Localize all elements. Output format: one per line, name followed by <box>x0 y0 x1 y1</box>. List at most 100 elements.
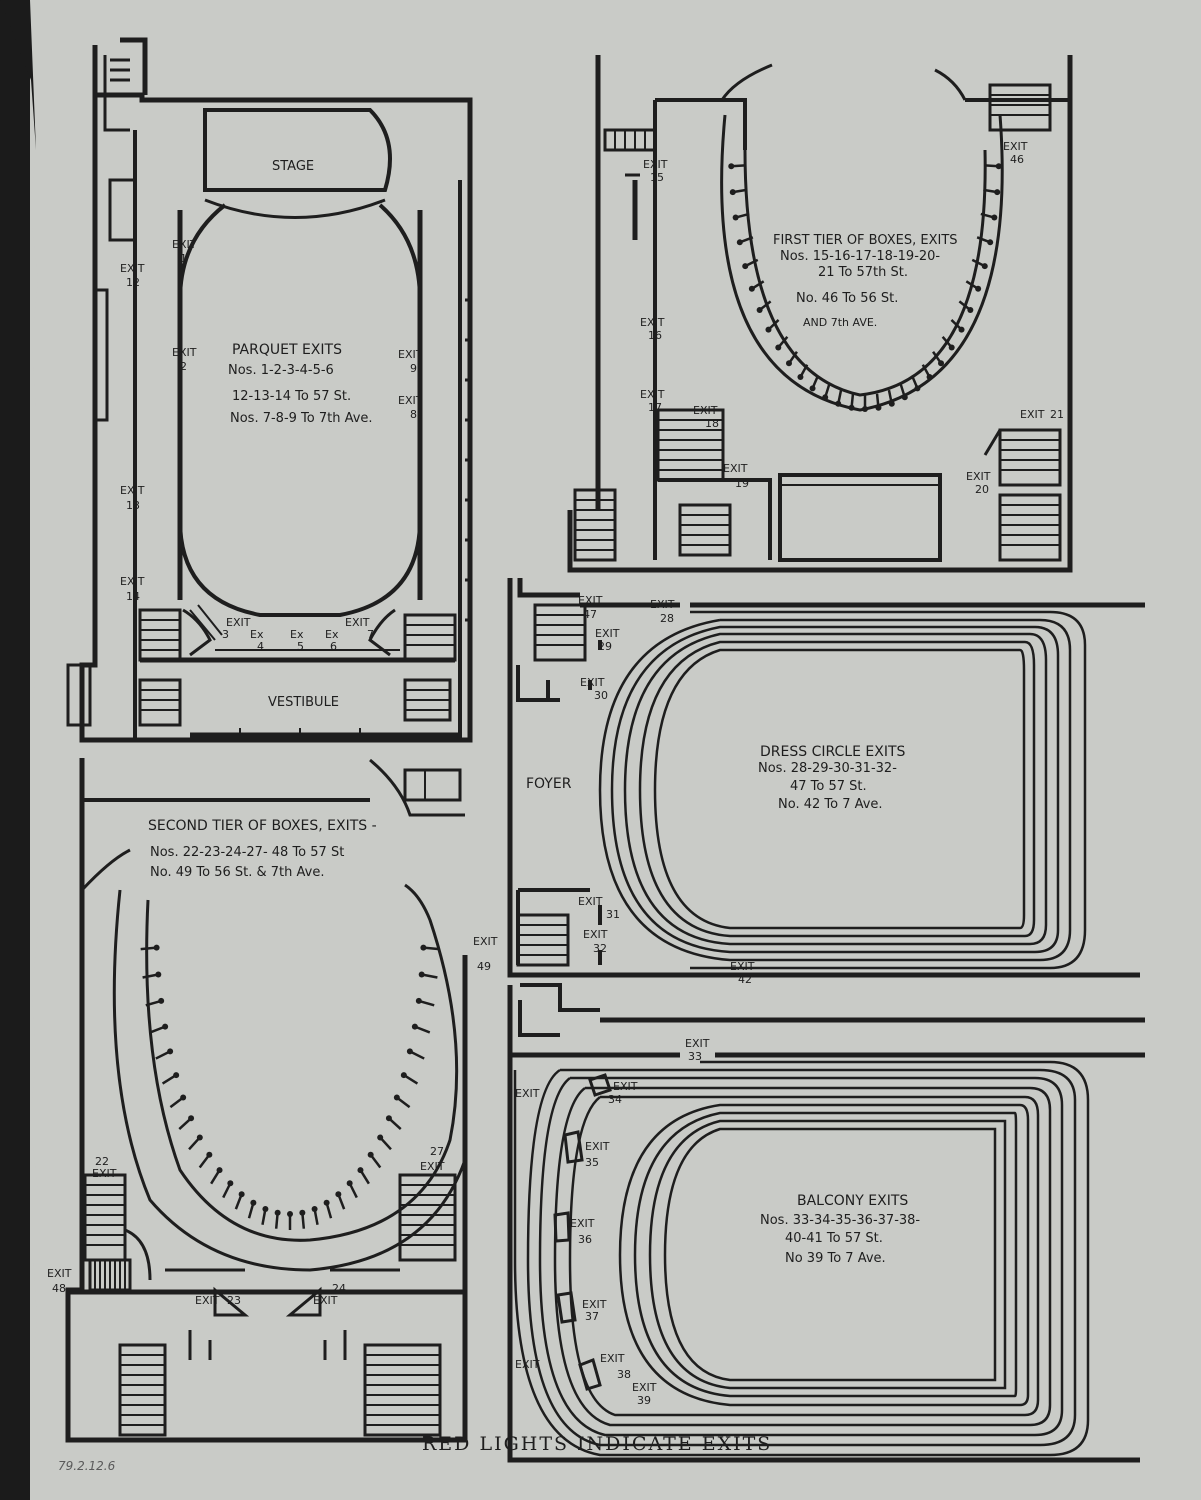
box-marker-dot <box>155 971 162 978</box>
exit-number: 46 <box>1010 153 1024 166</box>
exit-word: EXIT <box>582 1298 607 1311</box>
exit-number: 5 <box>297 640 304 653</box>
exit-number: 7 <box>367 628 374 641</box>
box-marker-dot <box>158 997 165 1004</box>
exit-word: EXIT <box>195 1294 220 1307</box>
exit-number: 2 <box>180 360 187 373</box>
dress-circle-line-1: Nos. 28-29-30-31-32- <box>758 761 897 776</box>
exit-number: 34 <box>608 1093 622 1106</box>
exit-word: EXIT <box>585 1140 610 1153</box>
box-marker-dot <box>346 1180 353 1187</box>
first-tier-line-2: 21 To 57th St. <box>818 265 908 280</box>
box-marker-dot <box>835 400 842 407</box>
exit-number: 20 <box>975 483 989 496</box>
exit-number: 32 <box>593 942 607 955</box>
box-marker-dot <box>862 406 868 412</box>
box-marker-dot <box>981 263 988 270</box>
box-marker-dot <box>732 214 739 221</box>
box-marker-dot <box>274 1209 281 1216</box>
box-marker-dot <box>287 1211 293 1217</box>
exit-number: 29 <box>598 640 612 653</box>
box-marker-dot <box>797 373 804 380</box>
exit-number: 47 <box>583 608 597 621</box>
exit-number: 48 <box>52 1282 66 1295</box>
box-marker-dot <box>377 1134 384 1141</box>
parquet-title: PARQUET EXITS <box>232 342 342 358</box>
box-marker-dot <box>938 360 945 367</box>
box-marker-dot <box>162 1023 169 1030</box>
exit-number: 33 <box>688 1050 702 1063</box>
exit-word: EXIT <box>685 1037 710 1050</box>
box-marker-dot <box>180 1094 187 1101</box>
box-marker-dot <box>385 1115 392 1122</box>
exit-word: EXIT <box>313 1294 338 1307</box>
balcony-title: BALCONY EXITS <box>797 1193 908 1209</box>
box-marker-dot <box>335 1191 342 1198</box>
foyer-label: FOYER <box>526 776 572 792</box>
box-marker-dot <box>238 1191 245 1198</box>
box-marker-dot <box>848 404 855 411</box>
dress-circle-line-3: No. 42 To 7 Ave. <box>778 797 883 812</box>
box-marker-dot <box>216 1167 223 1174</box>
box-marker-dot <box>809 385 816 392</box>
exit-number: 28 <box>660 612 674 625</box>
box-marker-dot <box>415 997 422 1004</box>
exit-number: 23 <box>227 1294 241 1307</box>
exit-number: 27 <box>430 1145 444 1158</box>
exit-word: EXIT <box>693 404 718 417</box>
box-marker-dot <box>775 344 782 351</box>
exit-word: EXIT <box>120 262 145 275</box>
box-marker-dot <box>742 263 749 270</box>
exit-word: EXIT <box>420 1160 445 1173</box>
box-marker-dot <box>728 163 735 170</box>
box-marker-dot <box>875 404 882 411</box>
balcony-line-3: No 39 To 7 Ave. <box>785 1251 886 1266</box>
first-tier-line-1: Nos. 15-16-17-18-19-20- <box>780 249 940 264</box>
exit-number: 31 <box>606 908 620 921</box>
balcony-line-2: 40-41 To 57 St. <box>785 1231 883 1246</box>
exit-word: EXIT <box>120 484 145 497</box>
box-marker-dot <box>926 373 933 380</box>
second-tier-box-markers <box>140 944 440 1230</box>
box-marker-dot <box>914 385 921 392</box>
box-marker-dot <box>299 1209 306 1216</box>
exit-word: EXIT <box>723 462 748 475</box>
box-marker-dot <box>406 1048 413 1055</box>
box-marker-dot <box>250 1199 257 1206</box>
exit-word: EXIT <box>643 158 668 171</box>
exit-word: EXIT <box>595 627 620 640</box>
exit-word: EXIT <box>650 598 675 611</box>
box-marker-dot <box>995 163 1002 170</box>
second-tier-line-2: No. 49 To 56 St. & 7th Ave. <box>150 865 324 880</box>
first-tier-title: FIRST TIER OF BOXES, EXITS <box>773 233 958 248</box>
box-marker-dot <box>173 1072 180 1079</box>
exit-number: 49 <box>477 960 491 973</box>
exit-word: EXIT <box>515 1087 540 1100</box>
exit-number: 36 <box>578 1233 592 1246</box>
box-marker-dot <box>418 971 425 978</box>
box-marker-dot <box>901 394 908 401</box>
second-tier-title: SECOND TIER OF BOXES, EXITS - <box>148 818 377 834</box>
exit-number: 21 <box>1050 408 1064 421</box>
second-tier-labels: SECOND TIER OF BOXES, EXITS - Nos. 22-23… <box>47 818 498 1307</box>
footer-caption: RED LIGHTS INDICATE EXITS <box>422 1433 772 1455</box>
exit-word: EXIT <box>730 960 755 973</box>
second-tier-line-1: Nos. 22-23-24-27- 48 To 57 St <box>150 845 344 860</box>
box-marker-dot <box>188 1115 195 1122</box>
exit-word: EXIT <box>515 1358 540 1371</box>
exit-word: EXIT <box>966 470 991 483</box>
parquet-labels: STAGE VESTIBULE PARQUET EXITS Nos. 1-2-3… <box>120 159 423 710</box>
exit-word: EXIT <box>398 348 423 361</box>
exit-word: EXIT <box>570 1217 595 1230</box>
exit-number: 19 <box>735 477 749 490</box>
exit-word: EXIT <box>398 394 423 407</box>
dress-circle-line-2: 47 To 57 St. <box>790 779 867 794</box>
exit-number: 12 <box>126 276 140 289</box>
exit-number: 4 <box>257 640 264 653</box>
box-marker-dot <box>958 326 965 333</box>
box-marker-dot <box>411 1023 418 1030</box>
first-tier-line-3: No. 46 To 56 St. <box>796 291 898 306</box>
box-marker-dot <box>420 944 427 951</box>
balcony-line-1: Nos. 33-34-35-36-37-38- <box>760 1213 920 1228</box>
